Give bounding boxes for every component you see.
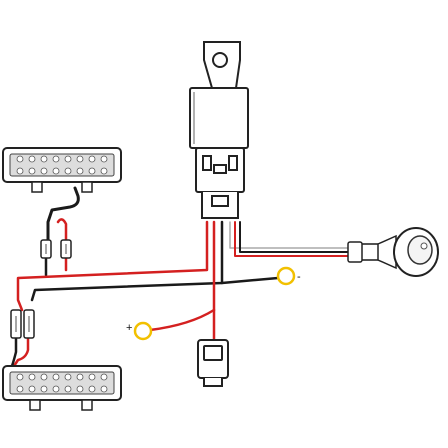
switch-black-wire	[239, 221, 353, 253]
main-red-wire	[16, 220, 209, 312]
light-bar-top-bracket-left	[31, 181, 43, 193]
top-lightbar-red-wire	[56, 218, 68, 242]
switch-red-wire	[234, 221, 356, 257]
light-bar-top-lens	[9, 153, 115, 177]
relay	[189, 41, 249, 219]
battery-ring-terminal: +	[126, 321, 153, 341]
light-bar-bottom	[2, 365, 122, 411]
bottom-plug-pair	[10, 309, 35, 339]
top-lightbar-black-wire	[46, 186, 80, 242]
ground-ring-terminal: -	[276, 266, 301, 286]
relay-body	[189, 87, 249, 149]
light-bar-bottom-leds	[16, 373, 108, 393]
rocker-switch	[347, 227, 439, 277]
fuse-holder-window	[203, 345, 223, 361]
relay-mount-hole	[212, 52, 228, 68]
switch-white-wire	[229, 221, 351, 249]
bottom-lightbar-black-wire	[10, 336, 18, 368]
battery-red-wire-2	[148, 308, 216, 332]
switch-connector	[347, 241, 363, 263]
ground-terminal-label: -	[297, 271, 301, 283]
battery-ring-icon	[133, 321, 153, 341]
switch-button	[407, 235, 433, 265]
light-bar-bottom-lens	[9, 371, 115, 395]
inline-fuse-holder	[197, 339, 229, 387]
bottom-lightbar-red-wire	[12, 336, 30, 368]
relay-socket-pin-3	[213, 164, 227, 174]
light-bar-bottom-bracket-right	[81, 399, 93, 411]
relay-socket-pin-2	[228, 155, 238, 171]
light-bar-top-bracket-right	[81, 181, 93, 193]
light-bar-top-leds	[16, 155, 108, 175]
light-bar-top	[2, 147, 122, 193]
wires	[10, 186, 396, 368]
light-bar-bottom-bracket-left	[29, 399, 41, 411]
ground-black-wire	[220, 276, 280, 285]
main-black-wire	[30, 220, 224, 302]
battery-terminal-label: +	[126, 322, 132, 334]
switch-indicator-icon	[420, 242, 428, 250]
ground-ring-icon	[276, 266, 296, 286]
relay-socket-pin-1	[202, 155, 212, 171]
relay-socket-latch	[211, 195, 229, 207]
switch-body	[377, 234, 397, 270]
fuse-holder-tab	[203, 378, 223, 387]
top-plug-pair	[40, 239, 72, 259]
